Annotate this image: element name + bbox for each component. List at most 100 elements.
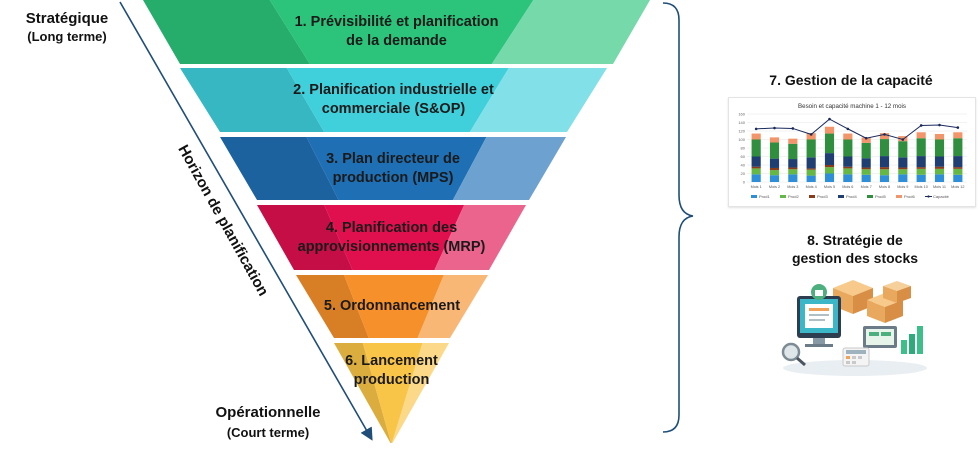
bar-segment-Prod6 (824, 126, 835, 134)
bar-segment-Prod6 (879, 133, 890, 140)
bar-segment-Prod3 (934, 166, 945, 169)
bar-segment-Prod5 (769, 142, 780, 159)
x-tick-label: Mois 6 (842, 185, 853, 189)
y-tick-label: 0 (743, 180, 746, 185)
bar-segment-Prod2 (824, 167, 835, 174)
bar-segment-Prod4 (861, 158, 871, 168)
bar-segment-Prod2 (769, 170, 780, 176)
level-3-right-facet (452, 137, 566, 200)
cardboard-boxes-icon (833, 280, 911, 323)
y-tick-label: 40 (741, 163, 746, 168)
bar-segment-Prod5 (898, 141, 908, 158)
bar-segment-Prod4 (898, 157, 908, 168)
bar-segment-Prod2 (934, 168, 945, 175)
capacity-chart-svg: Besoin et capacité machine 1 - 12 mois02… (738, 103, 967, 199)
x-tick-label: Mois 1 (751, 185, 762, 189)
y-tick-label: 160 (738, 112, 745, 117)
bar-segment-Prod2 (788, 169, 798, 175)
level-2-line-2: commerciale (S&OP) (321, 101, 466, 117)
bar-segment-Prod3 (824, 165, 835, 168)
bar-segment-Prod1 (806, 175, 816, 182)
bar-segment-Prod4 (916, 156, 926, 168)
operational-title: Opérationnelle (215, 404, 321, 421)
level-3-line-2: production (MPS) (332, 169, 454, 186)
bar-segment-Prod1 (916, 174, 926, 182)
bar-segment-Prod4 (788, 159, 798, 168)
y-tick-label: 140 (738, 120, 745, 125)
bar-segment-Prod5 (953, 138, 963, 157)
monitor-icon (797, 284, 841, 347)
bar-segment-Prod5 (934, 139, 945, 157)
bar-segment-Prod5 (751, 139, 761, 157)
bar-segment-Prod3 (861, 167, 871, 170)
bar-segment-Prod6 (953, 132, 963, 139)
bar-segment-Prod2 (751, 168, 761, 175)
legend-label: Capacité (933, 194, 950, 199)
bar-growth-icon (901, 326, 923, 354)
y-tick-label: 120 (738, 129, 745, 134)
bar-segment-Prod1 (898, 174, 908, 182)
x-tick-label: Mois 4 (806, 185, 817, 189)
bar-segment-Prod3 (953, 167, 963, 169)
operational-label: Opérationnelle (Court terme) (198, 404, 338, 440)
bar-segment-Prod2 (879, 169, 890, 176)
x-tick-label: Mois 8 (879, 185, 890, 189)
legend-label: Prod3 (817, 194, 828, 199)
bar-segment-Prod4 (879, 156, 890, 168)
legend-label: Prod6 (904, 194, 915, 199)
y-tick-label: 100 (738, 137, 745, 142)
legend-label: Prod1 (759, 194, 770, 199)
tablet-icon (863, 326, 897, 348)
x-tick-label: Mois 9 (897, 185, 908, 189)
bar-segment-Prod5 (788, 143, 798, 160)
legend-swatch-Prod3 (809, 195, 815, 198)
capacity-point (919, 124, 923, 127)
level-4-right-facet (434, 205, 526, 270)
level-1-line-2: de la demande (346, 33, 447, 49)
bar-segment-Prod1 (861, 174, 871, 182)
level-2-right-facet (469, 68, 607, 132)
x-tick-label: Mois 10 (915, 185, 928, 189)
x-tick-label: Mois 11 (933, 185, 946, 189)
bar-segment-Prod3 (898, 167, 908, 170)
level-1-demand-planning: 1. Prévisibilité et planification de la … (143, 0, 650, 64)
x-tick-label: Mois 2 (769, 185, 780, 189)
bar-segment-Prod2 (861, 169, 871, 175)
bar-segment-Prod2 (916, 168, 926, 175)
bar-segment-Prod1 (788, 174, 798, 182)
bar-segment-Prod1 (751, 174, 761, 182)
y-tick-label: 80 (741, 146, 746, 151)
bar-segment-Prod6 (934, 133, 945, 140)
level-2-center-facet (286, 68, 509, 132)
bar-segment-Prod6 (788, 138, 798, 144)
legend-label: Prod5 (875, 194, 886, 199)
bar-segment-Prod6 (916, 132, 926, 139)
level-3-line-1: 3. Plan directeur de (326, 150, 460, 167)
bar-segment-Prod2 (898, 169, 908, 175)
level-6-line-2: production (353, 372, 430, 388)
x-tick-label: Mois 5 (824, 185, 835, 189)
strategic-title: Stratégique (25, 10, 109, 27)
level-2-line-1: 2. Planification industrielle et (293, 82, 494, 98)
x-tick-label: Mois 7 (861, 185, 872, 189)
stock-title-line-2: gestion des stocks (791, 250, 919, 266)
bar-segment-Prod4 (769, 158, 780, 168)
level-2-left-facet (180, 68, 325, 132)
bar-segment-Prod1 (824, 173, 835, 182)
bar-segment-Prod6 (861, 137, 871, 143)
level-4-line-2: approvisionnements (MRP) (297, 238, 486, 255)
strategic-label: Stratégique (Long terme) (14, 10, 120, 44)
level-5-left-facet (296, 275, 369, 338)
bar-segment-Prod5 (879, 139, 890, 157)
bar-segment-Prod4 (934, 156, 945, 167)
bar-segment-Prod1 (953, 174, 963, 182)
bar-segment-Prod3 (788, 167, 798, 170)
level-5-right-facet (417, 275, 488, 338)
legend-swatch-Prod2 (780, 195, 786, 198)
bar-segment-Prod3 (879, 167, 890, 170)
level-1-center-facet (269, 0, 534, 64)
level-6-right-facet (391, 343, 449, 443)
bar-segment-Prod4 (953, 156, 963, 168)
bar-segment-Prod1 (879, 175, 890, 182)
